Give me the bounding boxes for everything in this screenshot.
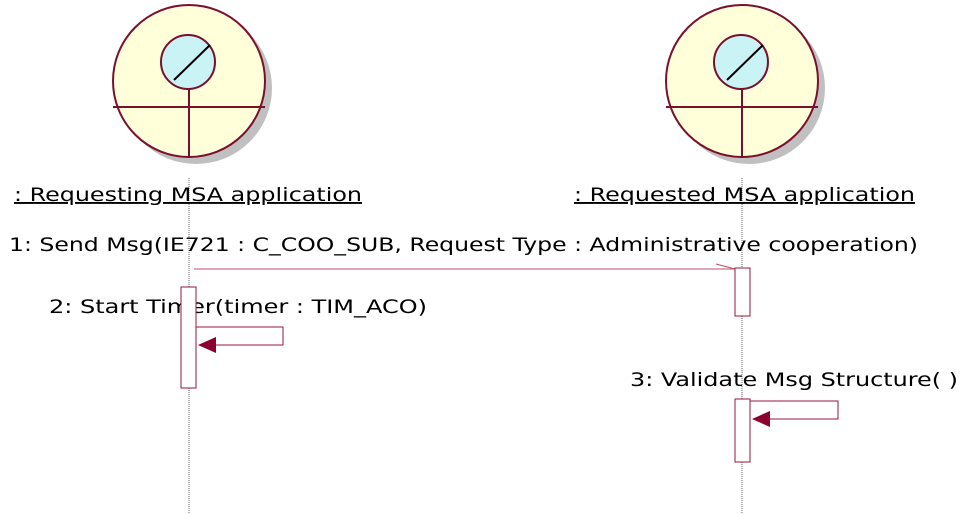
lens-needle [726, 44, 764, 81]
object-name-requested[interactable]: : Requested MSA application [574, 184, 915, 206]
message-1-label[interactable]: 1: Send Msg(IE721 : C_COO_SUB, Request T… [9, 234, 918, 256]
message-2-label[interactable]: 2: Start Timer(timer : TIM_ACO) [49, 296, 427, 318]
activation-requesting[interactable] [180, 286, 197, 389]
activation-requested-2[interactable] [734, 398, 751, 463]
object-name-requesting[interactable]: : Requesting MSA application [14, 184, 362, 206]
requested-object-icon[interactable] [665, 4, 825, 164]
lens-icon [160, 34, 216, 90]
lens-icon [713, 34, 769, 90]
message-3-label[interactable]: 3: Validate Msg Structure( ) [630, 369, 958, 391]
lens-needle [173, 44, 211, 81]
message-2-self-line[interactable] [196, 326, 284, 346]
message-1-arrowhead [715, 263, 736, 270]
message-3-self-line[interactable] [750, 400, 839, 420]
activation-requested-1[interactable] [734, 267, 751, 317]
message-3-arrowhead [752, 411, 770, 427]
message-2-arrowhead [198, 337, 216, 353]
requesting-object-icon[interactable] [112, 4, 272, 164]
